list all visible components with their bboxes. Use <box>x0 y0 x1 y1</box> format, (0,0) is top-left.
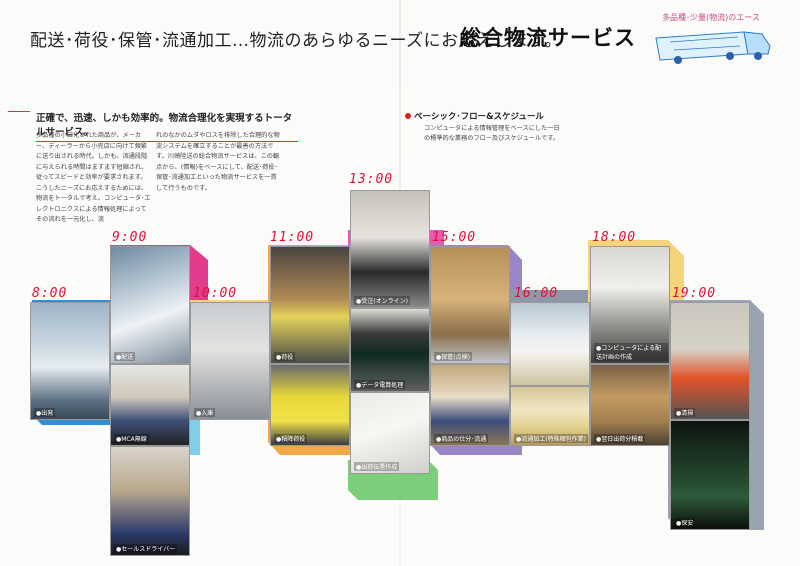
caption-picking: ●商品の仕分･流通 <box>434 434 489 443</box>
photo-lab <box>510 302 590 386</box>
time-1500: 15:00 <box>432 230 477 245</box>
photo-picking: ●商品の仕分･流通 <box>430 364 510 446</box>
caption-cleaning: ●清掃 <box>674 408 696 417</box>
photo-mca-radio: ●MCA無線 <box>110 364 190 446</box>
caption-shipment-prep: ●翌日出荷分積載 <box>594 434 646 443</box>
logo-tag: 多品種･少量(物流)のエース <box>662 13 760 22</box>
caption-departure: ●出発 <box>34 408 56 417</box>
intro-text-col2: れのなかのムダやロスを排除した合理的な物流システムを確立することが最善の方法です… <box>156 132 280 192</box>
red-rule <box>8 111 30 112</box>
photo-storage: ●保管(点検) <box>430 246 510 364</box>
red-bullet-icon <box>405 113 411 119</box>
caption-loading: ●荷役 <box>274 352 296 361</box>
caption-arrival: ●入庫 <box>194 408 216 417</box>
caption-computer-docs: ●コンピュータによる配送計画の作成 <box>594 343 668 361</box>
flow-body: コンピュータによる情報管理をベースにした一日の標準的な業務のフロー及びスケジュー… <box>424 125 560 142</box>
time-1800: 18:00 <box>592 230 637 245</box>
photo-online-order: ●受注(オンライン) <box>350 190 430 308</box>
caption-storage: ●保管(点検) <box>434 352 472 361</box>
caption-bulk-receipt: ●積降荷役 <box>274 434 308 443</box>
photo-loading: ●荷役 <box>270 246 350 364</box>
photo-cleaning: ●清掃 <box>670 302 750 420</box>
time-1600: 16:00 <box>514 286 559 301</box>
caption-special-work: ●流通加工(特殊梱包作業) <box>514 434 588 443</box>
photo-departure: ●出発 <box>30 302 110 420</box>
caption-online-order: ●受注(オンライン) <box>354 296 410 305</box>
time-1000: 10:00 <box>193 286 238 301</box>
headline: 配送･荷役･保管･流通加工…物流のあらゆるニーズにお応えします。 <box>30 31 562 51</box>
caption-mca: ●MCA無線 <box>114 434 149 443</box>
photo-special-work: ●流通加工(特殊梱包作業) <box>510 386 590 446</box>
flow-heading: ベーシック･フロー&スケジュール <box>414 112 544 122</box>
photo-bulk-receipt: ●積降荷役 <box>270 364 350 446</box>
caption-security: ●保安 <box>674 518 696 527</box>
photo-arrival: ●入庫 <box>190 302 270 420</box>
photo-shipping-slip: ●出荷伝票作成 <box>350 392 430 474</box>
truck-logo: 多品種･少量(物流)のエース <box>646 8 786 68</box>
time-0800: 8:00 <box>32 286 68 301</box>
caption-delivery: ●配送 <box>114 352 136 361</box>
photo-computer-docs: ●コンピュータによる配送計画の作成 <box>590 246 670 364</box>
caption-data-processing: ●データ電算処理 <box>354 380 406 389</box>
photo-shipment-prep: ●翌日出荷分積載 <box>590 364 670 446</box>
time-1900: 19:00 <box>672 286 717 301</box>
time-1300: 13:00 <box>349 172 394 187</box>
photo-security: ●保安 <box>670 420 750 530</box>
caption-sales-driver: ●セールスドライバー <box>114 544 178 553</box>
photo-sales-driver: ●セールスドライバー <box>110 446 190 556</box>
caption-shipping-slip: ●出荷伝票作成 <box>354 462 400 471</box>
truck-icon <box>655 31 771 64</box>
sub-heading: 正確で、迅速、しかも効率的。物流合理化を実現するトータルサービス。 <box>36 110 298 142</box>
headline-bold: 総合物流サービス <box>460 26 636 50</box>
time-0900: 9:00 <box>112 230 148 245</box>
intro-text-col1: 多品種の小口化された商品が、メーカー、ディーラーから小売店に向けて頻繁に送り出さ… <box>36 132 151 223</box>
photo-delivery: ●配送 <box>110 246 190 364</box>
photo-data-processing: ●データ電算処理 <box>350 308 430 392</box>
time-1100: 11:00 <box>270 230 315 245</box>
